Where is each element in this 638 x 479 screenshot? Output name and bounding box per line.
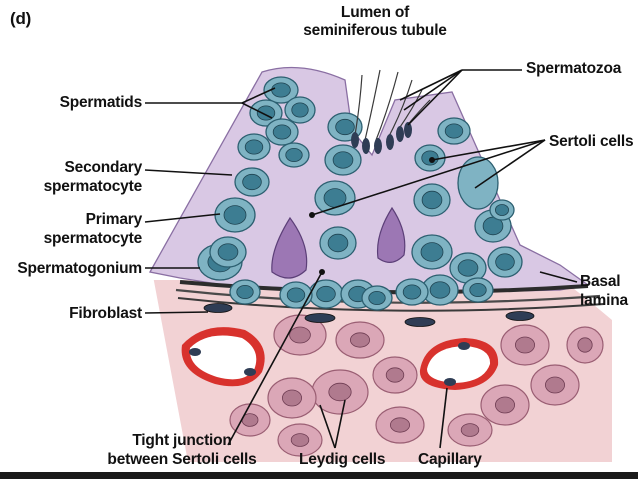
label-fibroblast: Fibroblast [69,305,142,322]
label-spermatogonium: Spermatogonium [17,260,142,277]
germ-cell-nucleus [286,287,306,303]
label-primary-line2: spermatocyte [43,230,143,247]
label-sertoli-cells: Sertoli cells [549,133,634,150]
capillary-right [419,338,499,390]
leader-lines [144,69,578,449]
germ-cell-nucleus [332,151,354,169]
label-capillary: Capillary [418,451,482,468]
germ-cell-nucleus [457,259,479,277]
leydig-cell-nucleus [385,367,405,383]
label-lumen-line1: Lumen of [340,4,410,21]
germ-cell-nucleus [256,105,276,121]
bottom-border [0,472,638,479]
germ-cell-nucleus [421,190,443,210]
leydig-cell-group [229,314,604,457]
leader-dots [309,157,435,275]
leydig-cell-nucleus [460,423,480,437]
germ-cell-nucleus [444,123,464,139]
label-primary-line1: Primary [85,211,143,228]
germ-cell-nucleus [368,290,386,305]
label-lumen-line2: seminiferous tubule [303,22,447,39]
label-leydig-cells: Leydig cells [299,451,386,468]
label-spermatozoa: Spermatozoa [526,60,622,77]
germ-cell-nucleus [244,139,264,155]
germ-cell-nucleus [429,281,451,299]
germ-cell-nucleus [494,204,509,216]
label-basal-line2: lamina [580,292,628,309]
germ-cell-nucleus [271,82,291,98]
label-secondary-line2: spermatocyte [43,178,143,195]
leydig-cell-nucleus [349,332,370,348]
label-spermatids: Spermatids [59,94,143,111]
sertoli-nuclei [271,206,406,279]
dividing-cell [457,156,499,210]
germ-cell-nucleus [469,282,487,297]
leydig-cell-nucleus [545,376,566,394]
leydig-cell-nucleus [389,417,410,433]
label-basal-line1: Basal [580,273,621,290]
germ-cell-nucleus [402,284,422,300]
panel-letter: (d) [10,9,32,28]
label-tight-junction-line1: Tight junction [132,432,232,449]
spermatozoa-heads [351,122,412,154]
germ-cell-nucleus [495,253,515,271]
germ-cell-nucleus [272,124,292,140]
leydig-cell-nucleus [290,433,310,447]
leydig-cell-nucleus [515,336,536,354]
basal-lamina-3 [177,297,605,312]
germ-cell-nucleus [236,284,254,299]
leydig-cell-nucleus [328,382,352,402]
germ-cell-nucleus [242,173,262,191]
germ-cell-nucleus [316,285,336,303]
germ-cell-nucleus [223,205,247,225]
label-secondary-line1: Secondary [64,159,143,176]
germ-cell-group [197,76,523,311]
leydig-cell-nucleus [494,396,515,414]
germ-cell-nucleus [327,233,349,253]
capillary-left [181,327,265,387]
germ-cell-nucleus [217,243,239,261]
germ-cell-nucleus [335,118,355,136]
germ-cell-nucleus [420,242,444,262]
leydig-cell-nucleus [577,337,593,353]
germ-cell-nucleus [291,102,309,118]
fibroblast-nuclei [203,303,535,327]
leydig-cell-nucleus [289,326,311,344]
germ-cell-nucleus [285,147,303,162]
leydig-cell-nucleus [281,389,302,407]
label-tight-junction-line2: between Sertoli cells [107,451,257,468]
